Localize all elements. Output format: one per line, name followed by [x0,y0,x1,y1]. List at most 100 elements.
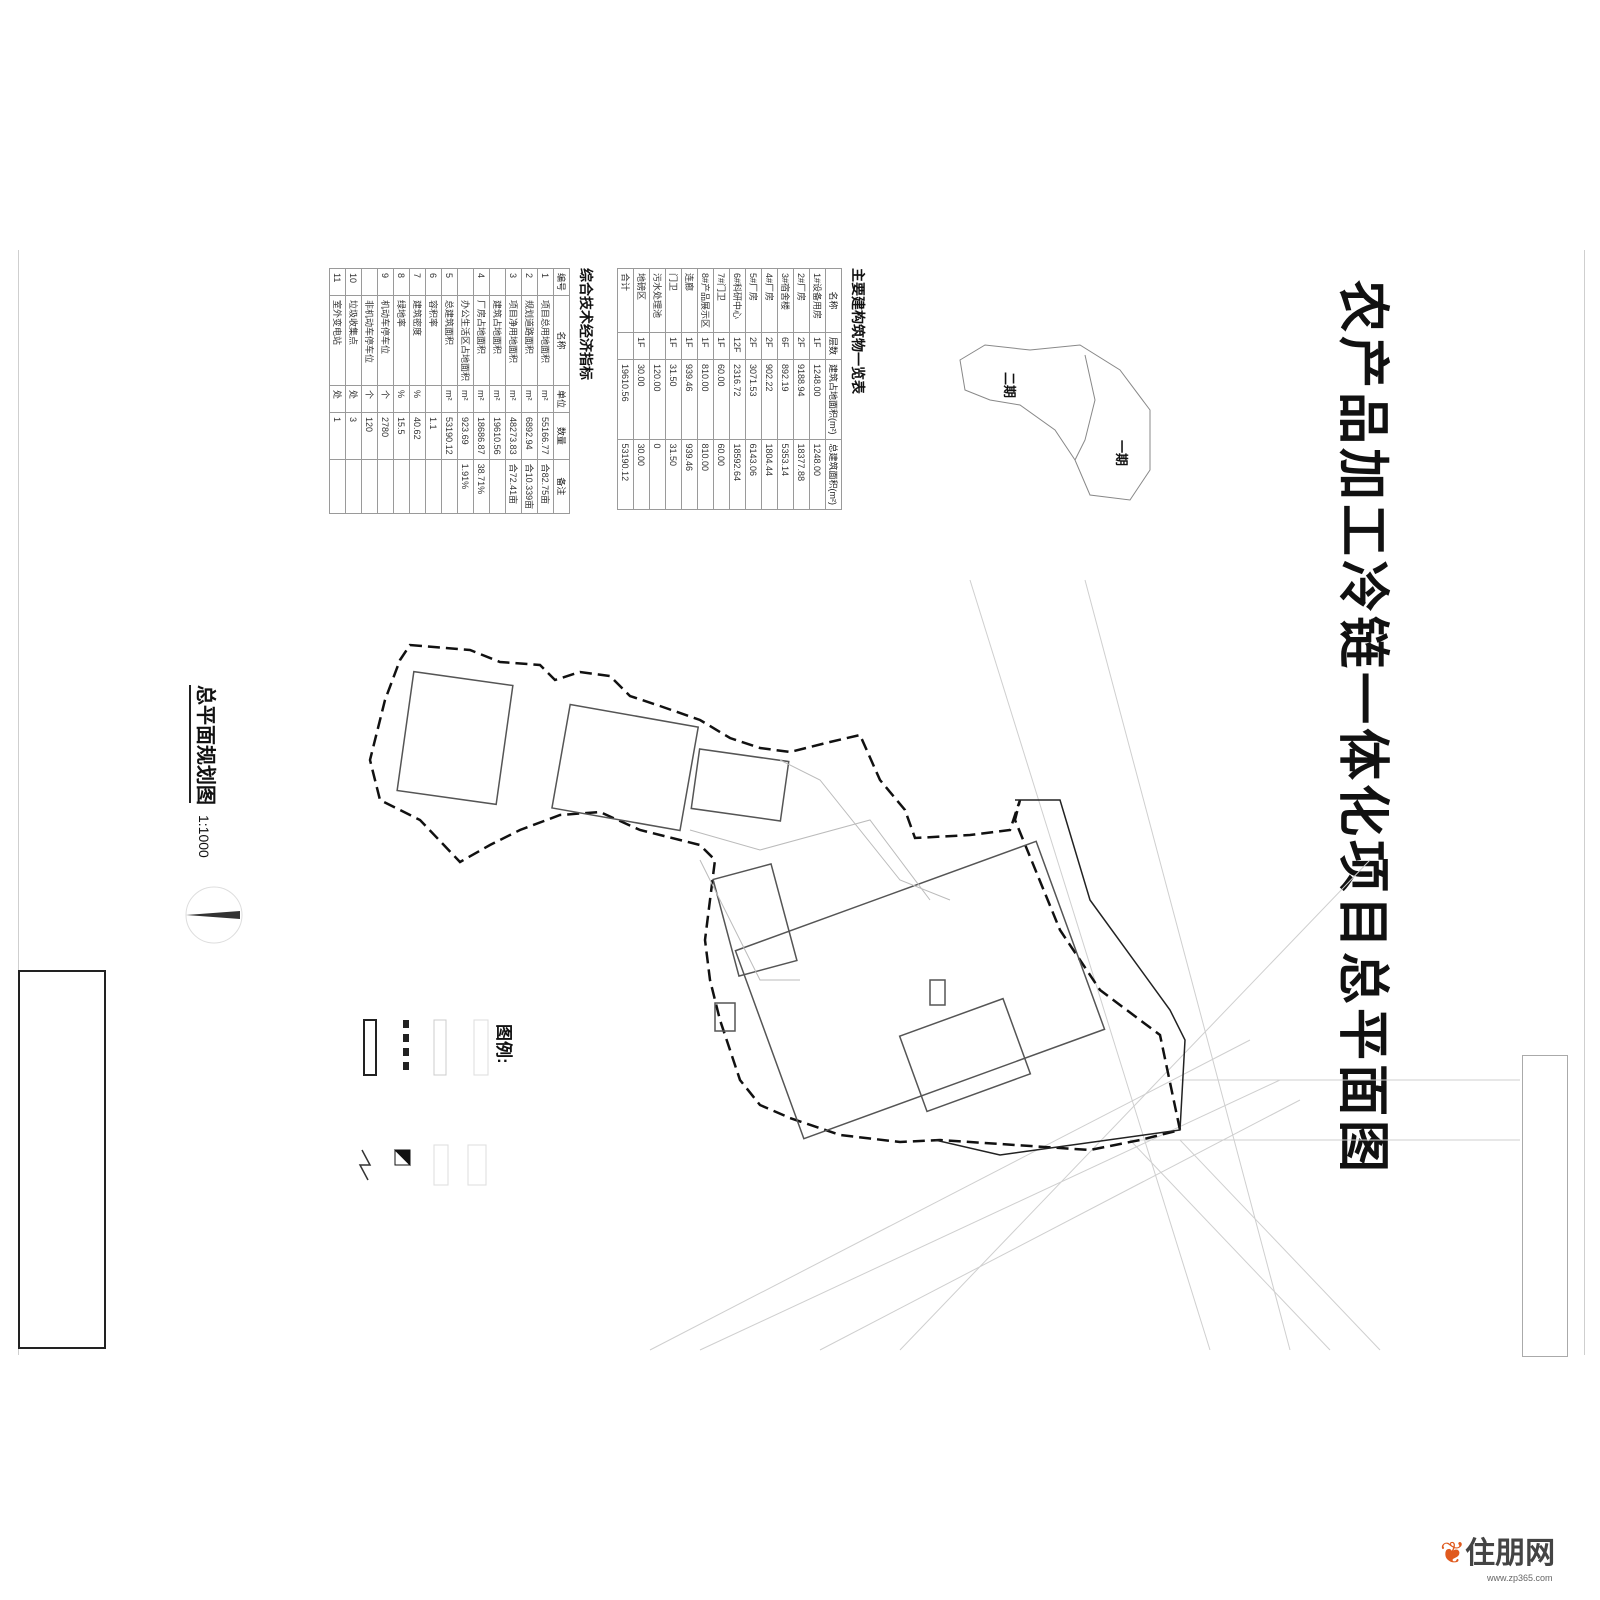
table-cell: 非机动车停车位 [361,295,378,386]
table-cell: 3#宿舍楼 [777,268,794,333]
table-cell: 处 [329,385,346,413]
table-cell: 7#门卫 [713,268,730,333]
legend-entrance-icon [393,1149,411,1167]
table-cell: 19610.56 [617,359,634,440]
table-cell: 1.91% [457,459,474,514]
table-cell: 31.50 [665,359,682,440]
internal-roads [689,759,951,981]
site-boundary [368,643,1182,1152]
table-cell: 6143.06 [745,439,762,510]
table-cell: 120 [361,412,378,460]
table-cell: 2F [761,332,778,360]
phase-divider [1074,354,1096,461]
table-cell [441,459,458,514]
buildings-table-title: 主要建构筑物一览表 [850,268,866,394]
table-cell: 53190.12 [617,439,634,510]
table-cell: 1804.44 [761,439,778,510]
buildings-table-block: 主要建构筑物一览表 名称 层数 建筑占地面积(m²) 总建筑面积(m²) 1#设… [617,268,868,510]
table-cell: 绿地率 [393,295,410,386]
table-cell: 60.00 [713,439,730,510]
table-cell: 1 [537,268,554,296]
building-8 [929,979,946,1006]
table-cell [393,459,410,514]
table-cell: 3 [345,412,362,460]
table-cell: 6 [425,268,442,296]
table-cell: 1F [633,332,650,360]
table-cell: 60.00 [713,359,730,440]
table-cell: 5#厂房 [745,268,762,333]
table-cell: 2#厂房 [793,268,810,333]
buildings [396,670,1106,1140]
table-cell: 120.00 [649,359,666,440]
table-cell: 1#设备用房 [809,268,826,333]
legend-area-icon [473,1019,489,1076]
table-cell: 地磅区 [633,268,650,333]
table-cell: 9188.94 [793,359,810,440]
building-3 [690,748,790,822]
table-cell: 总建筑面积 [441,295,458,386]
table-header-cell: 名称 [553,295,570,386]
table-cell: 55166.77 [537,412,554,460]
table-cell: 建筑占地面积 [489,295,506,386]
table-cell: % [409,385,426,413]
table-cell [649,332,666,360]
table-cell [617,332,634,360]
table-cell: 门卫 [665,268,682,333]
table-cell: 2F [793,332,810,360]
table-cell [329,459,346,514]
table-cell: 1 [329,412,346,460]
table-cell: 合72.41亩 [505,459,522,514]
table-cell: 810.00 [697,359,714,440]
watermark-url: www.zp365.com [1487,1573,1553,1583]
table-cell: 18377.88 [793,439,810,510]
table-cell: 合计 [617,268,634,333]
legend-road-icon [433,1019,447,1076]
table-cell: 31.50 [665,439,682,510]
table-cell: 892.19 [777,359,794,440]
table-cell [361,459,378,514]
table-cell: 15.5 [393,412,410,460]
table-cell: m² [505,385,522,413]
table-cell: m² [521,385,538,413]
plan-title-underline [189,685,191,803]
table-cell: 923.69 [457,412,474,460]
watermark-mark-icon: ❦ [1440,1537,1466,1570]
table-cell [425,385,442,413]
building-2 [551,703,700,832]
table-cell: 1F [665,332,682,360]
table-cell: m² [489,385,506,413]
table-cell: 18686.87 [473,412,490,460]
legend-parking-icon [467,1144,487,1186]
table-cell: 4#厂房 [761,268,778,333]
table-cell: 容积率 [425,295,442,386]
table-cell: % [393,385,410,413]
table-cell: 1F [809,332,826,360]
table-cell: 1F [697,332,714,360]
table-cell: 6F [777,332,794,360]
table-cell: 939.46 [681,359,698,440]
table-cell: 2316.72 [729,359,746,440]
table-cell: 污水处理池 [649,268,666,333]
table-cell: 30.00 [633,359,650,440]
red-line-boundary [934,799,1186,1156]
plan-scale: 1:1000 [196,815,212,858]
table-cell [457,268,474,296]
north-arrow-icon [185,886,243,944]
table-cell: 垃圾收集点 [345,295,362,386]
table-cell: 6892.94 [521,412,538,460]
table-cell [361,268,378,296]
table-cell: 5353.14 [777,439,794,510]
